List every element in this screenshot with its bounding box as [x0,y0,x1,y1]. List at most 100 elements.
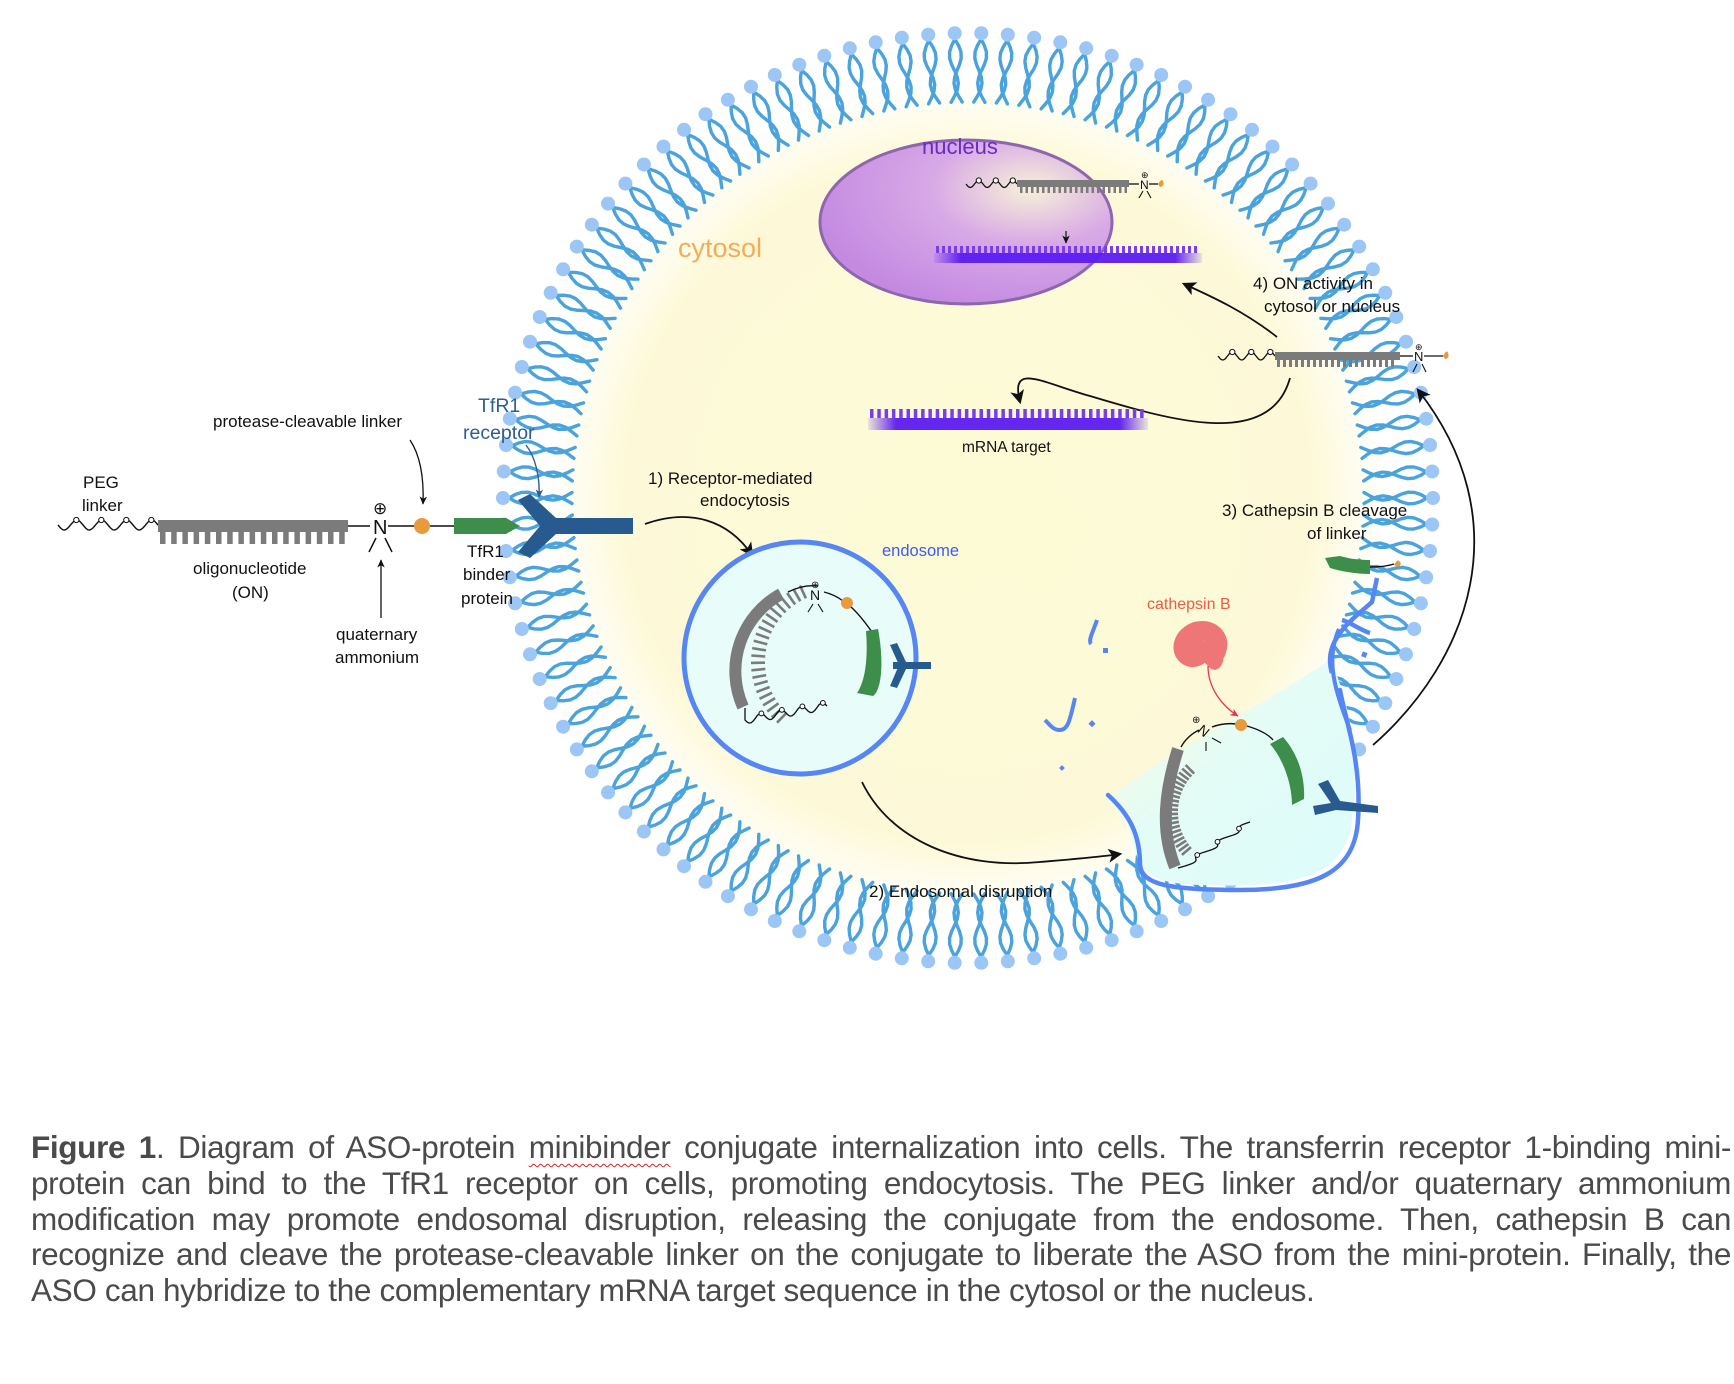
lipid-head [1129,57,1144,72]
base-tooth [1385,360,1388,367]
protease-linker-icon [1235,719,1247,731]
phospholipid [1146,79,1192,153]
phospholipid [720,832,770,904]
phospholipid [767,854,811,928]
lipid-tail [724,832,761,897]
tfr1-binder-protein-icon [454,518,520,534]
base-tooth [249,532,256,544]
phospholipid [947,892,964,970]
lipid-tail [683,126,733,183]
base-tooth [1059,409,1064,418]
base-tooth [1158,246,1161,253]
lipid-head [1223,107,1238,122]
base-tooth [1119,187,1122,193]
figure-caption: Figure 1. Diagram of ASO-protein minibin… [31,1129,1731,1309]
phospholipid [1039,883,1068,961]
phospholipid [947,26,964,104]
base-tooth [891,409,896,418]
lipid-head [792,57,807,72]
base-tooth [1044,246,1047,253]
lipid-head [1154,68,1169,82]
caption-flagged-word[interactable]: minibinder [528,1129,671,1165]
tfr1-receptor-icon [890,643,931,688]
base-tooth [1166,816,1179,821]
base-tooth [1171,784,1184,792]
base-tooth [1056,246,1059,253]
phospholipid [744,79,790,153]
base-tooth [1373,360,1376,367]
lipid-head [1425,464,1440,479]
peg-bead [1229,348,1236,356]
base-tooth [1086,246,1089,253]
lipid-tail [1302,246,1362,291]
base-tooth [972,409,976,418]
arrow-endocytosis [644,516,754,557]
step1-label-line2: endocytosis [700,491,790,510]
phospholipid [618,176,682,236]
base-tooth [1050,246,1053,253]
lipid-tail [994,891,1010,964]
lipid-tail [1333,317,1399,351]
base-tooth [1074,246,1077,253]
base-tooth [899,409,903,418]
caption-lead: Figure 1 [31,1129,156,1165]
lipid-tail [1362,469,1435,483]
nucleus-envelope [818,138,1114,306]
base-tooth [755,632,770,640]
lipid-tail [875,40,897,111]
phospholipid [601,742,667,800]
base-tooth [753,639,768,646]
base-tooth [950,409,954,418]
base-tooth [1016,409,1020,418]
lipid-head [1201,889,1216,904]
lipid-tail [607,200,667,245]
lipid-head [1027,951,1042,966]
lipid-tail [1194,113,1234,176]
base-tooth [765,612,779,623]
lipid-head [1365,719,1380,734]
lipid-head [532,310,547,324]
phospholipid [921,890,942,969]
quaternary-ammonium-label-2: ammonium [335,648,419,667]
lipid-head [1425,517,1440,532]
base-tooth [1069,187,1072,193]
caption-text-1: . Diagram of ASO-protein [155,1129,529,1165]
base-tooth [193,532,200,544]
base-tooth [1116,246,1119,253]
base-tooth [1289,360,1292,367]
base-tooth [943,409,947,418]
lipid-tail [560,686,623,727]
phospholipid [842,41,875,119]
base-tooth [756,685,771,694]
cytosol-label: cytosol [678,233,762,263]
base-tooth [1074,409,1078,418]
lipid-tail [1113,63,1141,133]
base-tooth [1140,409,1144,418]
phospholipid [894,30,919,109]
lipid-head [1399,647,1413,662]
phospholipid [698,107,751,176]
base-tooth [1166,803,1179,807]
phospholipid [677,122,733,190]
lipid-tail [1276,203,1331,254]
base-tooth [960,246,963,253]
lipid-head [842,41,857,56]
peg-bead [1194,852,1201,858]
base-tooth [1086,187,1089,193]
phospholipid [1238,157,1300,220]
plus-charge-icon: ⊕ [1141,170,1149,180]
base-tooth [1103,409,1108,418]
lipid-head [1053,946,1068,961]
lipid-head [656,842,671,857]
base-tooth [751,646,767,652]
lipid-tail [512,580,583,604]
phospholipid [556,686,628,734]
lipid-tail [1061,880,1087,950]
base-tooth [1062,246,1065,253]
caption-text-2: conjugate internalization into cells. Th… [31,1129,1731,1309]
lipid-head [1352,239,1367,254]
lipid-head [584,217,599,232]
lipid-tail [1212,129,1256,190]
nucleus-mrna [934,246,1202,263]
lipid-tail [504,439,577,455]
